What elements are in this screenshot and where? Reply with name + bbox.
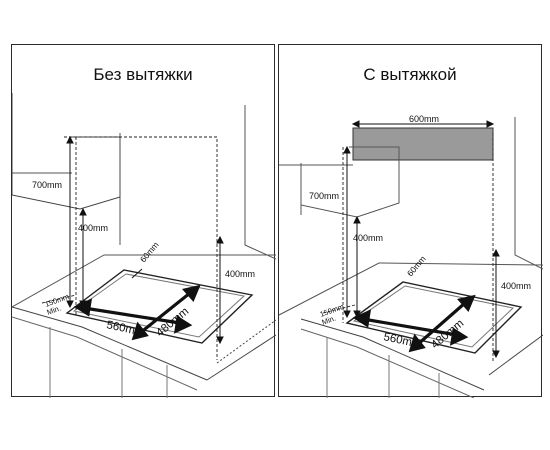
wall-corner (514, 117, 543, 270)
side-clearance-right-label: 400mm (501, 281, 531, 291)
cutout-width-label: 560mm (105, 319, 145, 339)
back-gap-label: 60mm (138, 240, 161, 265)
side-clearance-left-label: 400mm (353, 233, 383, 243)
hob-cutout (65, 269, 254, 344)
countertop-front (300, 318, 485, 391)
hood-width-label: 600mm (409, 114, 439, 124)
guide-top (64, 136, 218, 360)
cabinet-height-label: 700mm (309, 191, 339, 201)
panel-title: С вытяжкой (363, 65, 457, 84)
back-gap-label: 60mm (405, 254, 428, 279)
side-clearance-right-label: 400mm (225, 269, 255, 279)
hood (352, 127, 494, 161)
cabinet-height-label: 700mm (32, 180, 62, 190)
installation-diagram: 700mm 400mm 400mm 60mm 150mm Min. 560mm … (12, 93, 276, 398)
countertop-back (279, 262, 543, 316)
wall-corner (244, 105, 276, 260)
panel-with-hood: С вытяжкой (278, 44, 543, 398)
panel-without-hood: Без вытяжки (11, 44, 276, 398)
side-clearance-left-label: 400mm (78, 223, 108, 233)
panel-title: Без вытяжки (93, 65, 193, 84)
installation-diagram: 600mm 700mm 400mm 400mm 60mm 150mm Min. … (279, 114, 543, 398)
hob-cutout (345, 281, 523, 354)
countertop-back (12, 254, 276, 308)
countertop-front (12, 306, 208, 381)
